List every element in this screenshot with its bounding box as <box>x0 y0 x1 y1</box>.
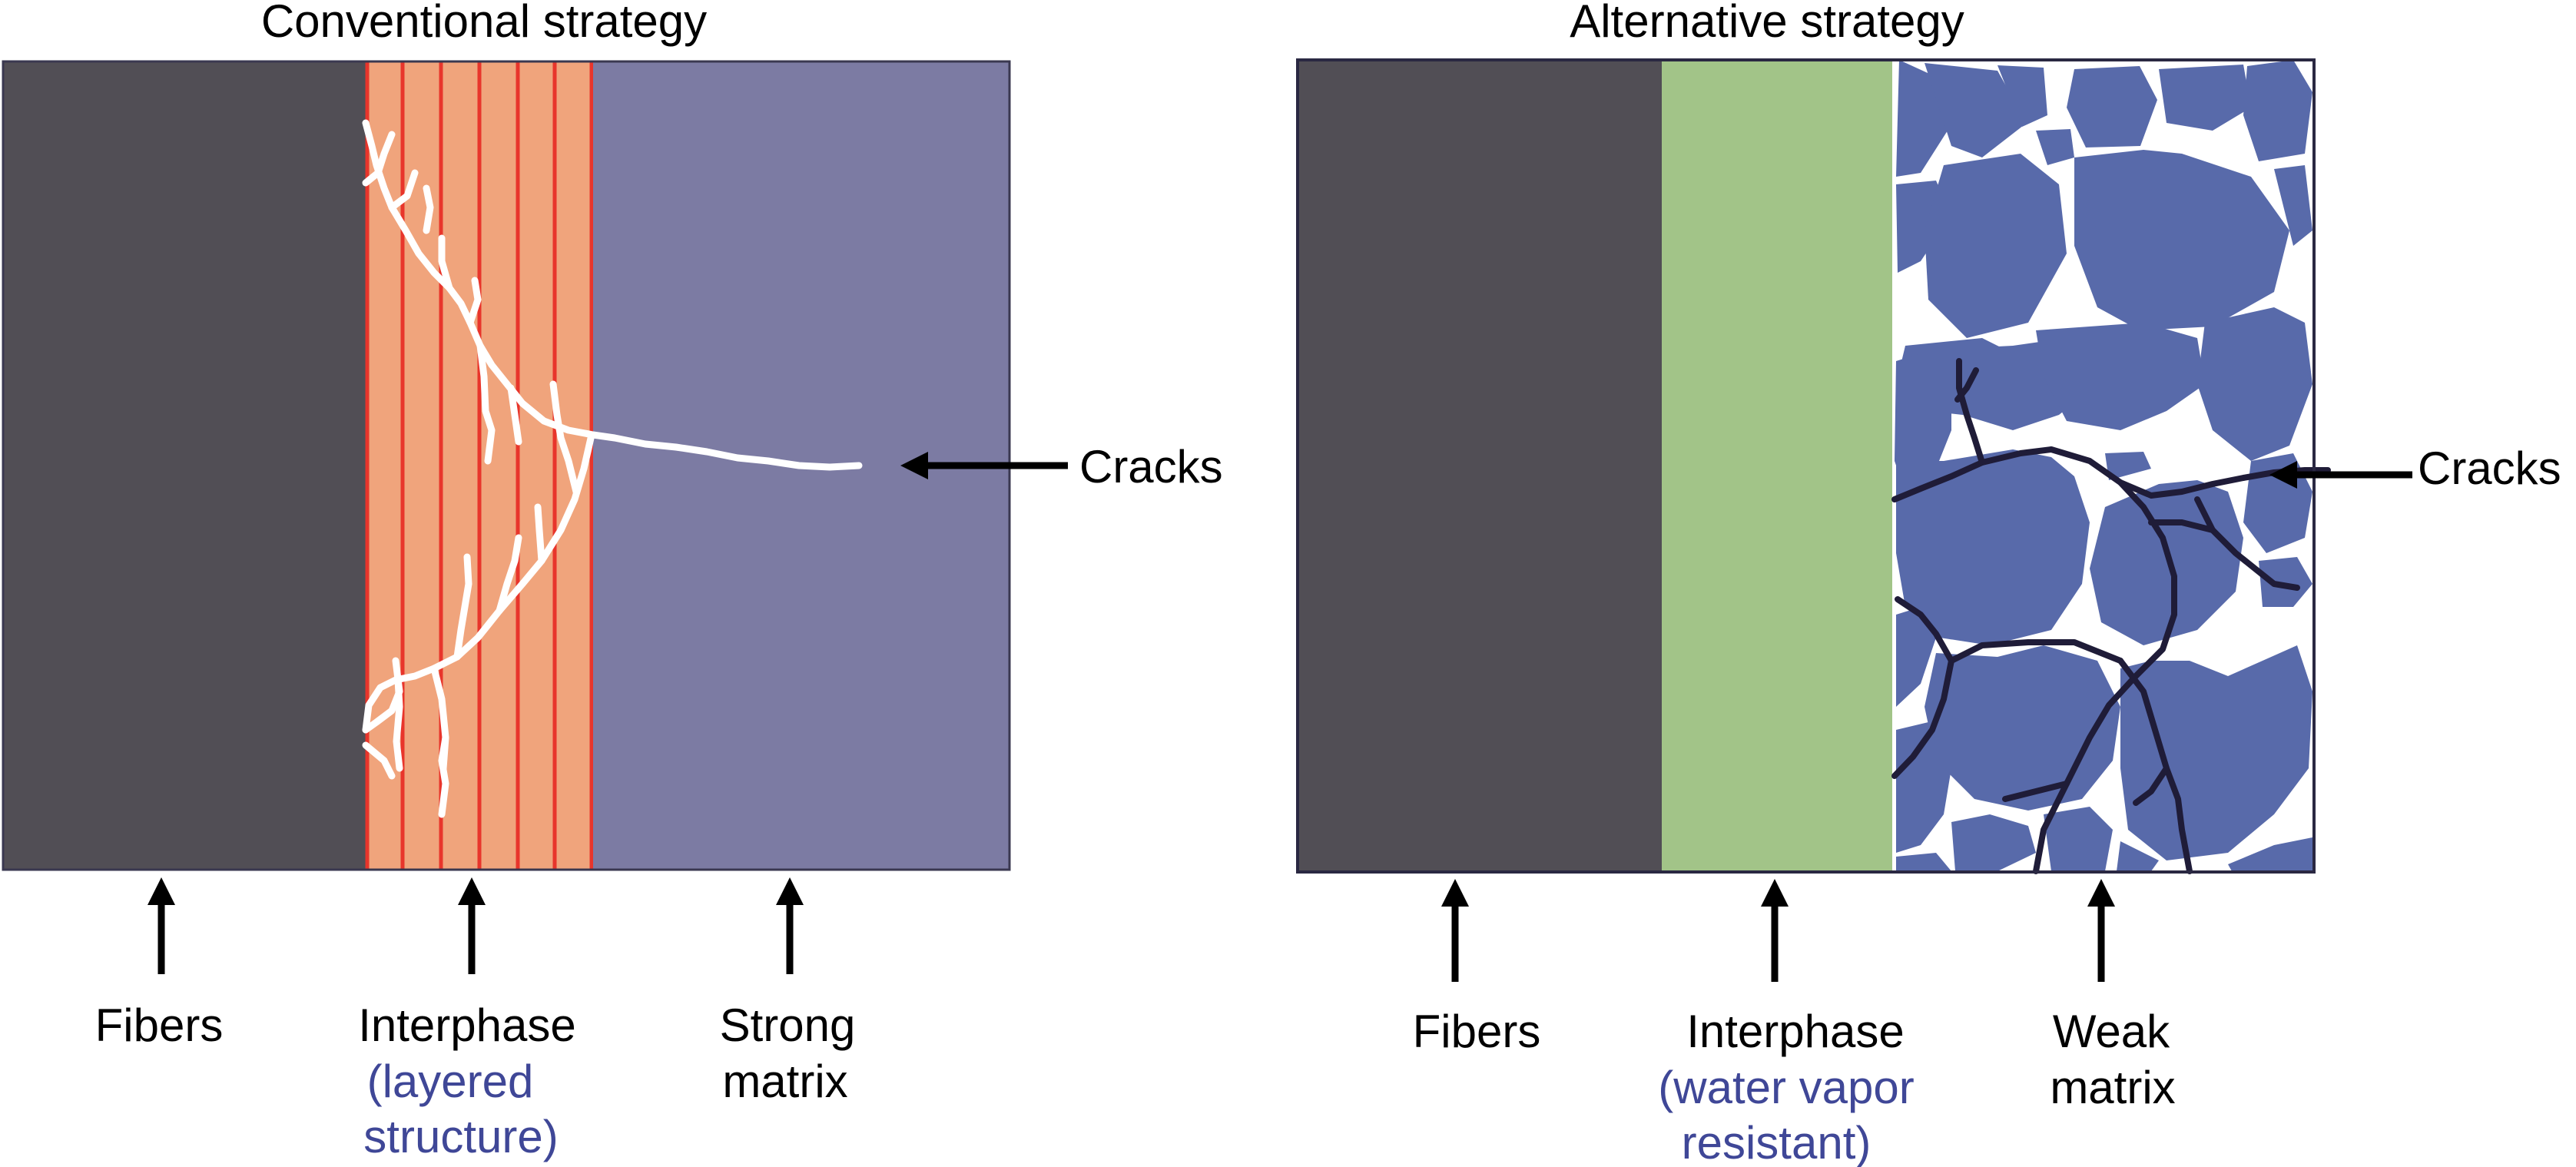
left-cracks-label: Cracks <box>1079 441 1223 492</box>
right-panel-title: Alternative strategy <box>1570 0 1964 47</box>
left-fibers-label: Fibers <box>95 1000 224 1051</box>
left-panel-title: Conventional strategy <box>261 0 707 47</box>
right-interphase-note-line1: (water vapor <box>1658 1062 1914 1113</box>
conventional-strategy-panel: Conventional strategy <box>2 0 1223 1162</box>
right-fiber-region <box>1298 60 1662 872</box>
left-interphase-label: Interphase <box>358 1000 576 1051</box>
left-matrix-label-line2: matrix <box>722 1056 847 1107</box>
right-cracks-label: Cracks <box>2418 443 2561 494</box>
left-matrix-label-line1: Strong <box>720 1000 856 1051</box>
white-crack-network <box>362 119 863 818</box>
left-fiber-region <box>3 61 366 870</box>
alternative-strategy-panel: Alternative strategy <box>1296 0 2561 1167</box>
right-matrix-label-line2: matrix <box>2050 1062 2175 1113</box>
right-fibers-label: Fibers <box>1413 1006 1541 1057</box>
right-wv-interphase <box>1662 60 1892 872</box>
right-interphase-label: Interphase <box>1686 1006 1905 1057</box>
right-panel-frame <box>1296 58 2316 874</box>
dark-crack-network <box>1891 358 2331 874</box>
left-interphase-note-line2: structure) <box>363 1111 558 1162</box>
right-interphase-note-line2: resistant) <box>1682 1117 1871 1167</box>
left-interphase-note-line1: (layered <box>367 1056 534 1107</box>
right-matrix-label-line1: Weak <box>2053 1006 2170 1057</box>
weak-matrix-grains <box>1895 60 2312 871</box>
